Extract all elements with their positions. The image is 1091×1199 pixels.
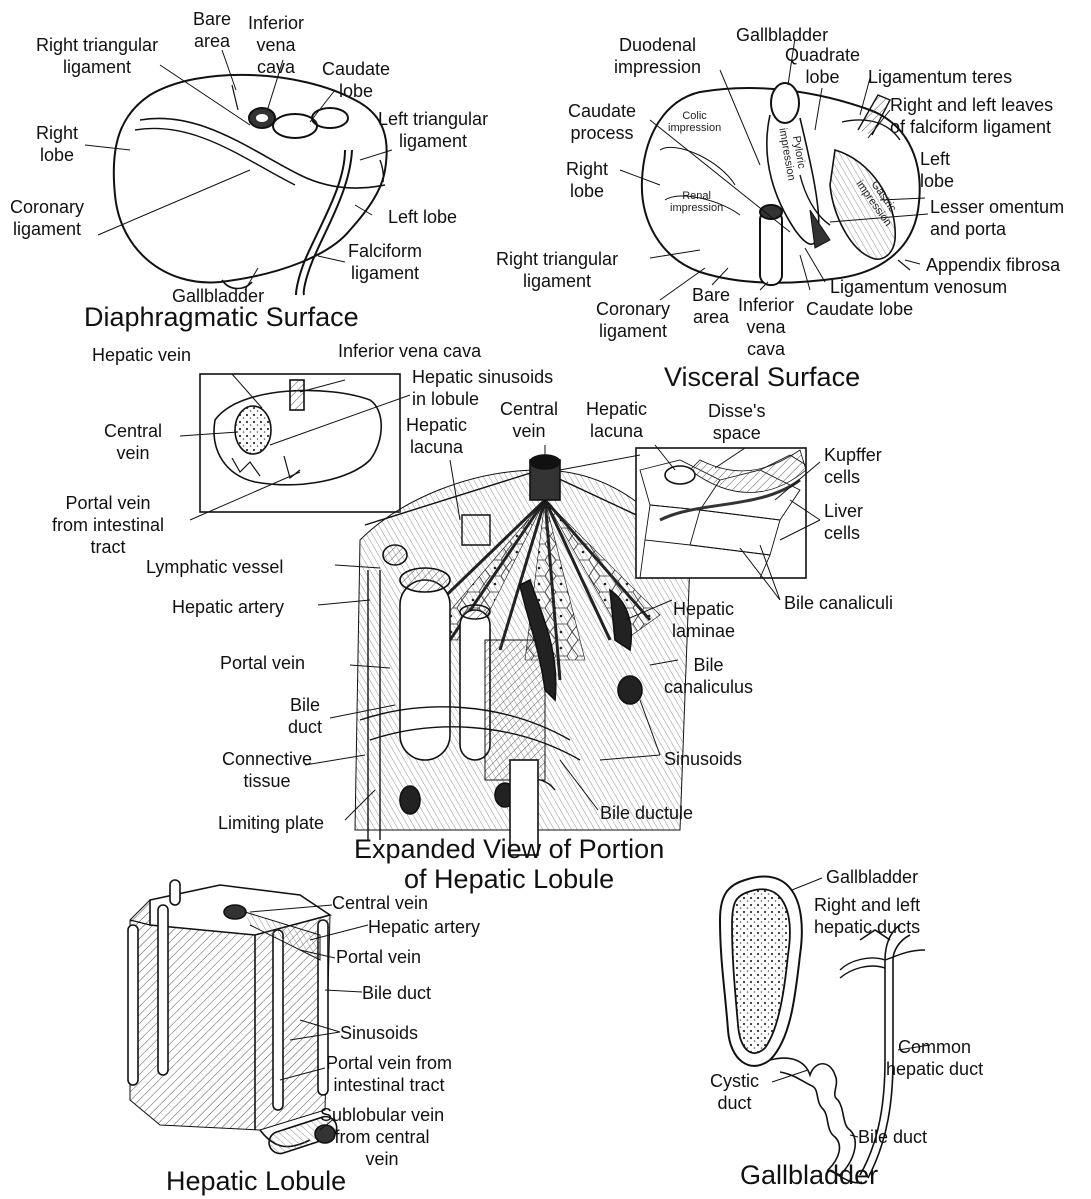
label-lymphatic-vessel: Lymphatic vessel bbox=[146, 556, 283, 578]
label-bile-ductule: Bile ductule bbox=[600, 802, 693, 824]
lobule-inset-drawing bbox=[180, 374, 410, 520]
title-diaphragmatic-surface: Diaphragmatic Surface bbox=[84, 302, 359, 332]
label-hepatic-artery: Hepatic artery bbox=[368, 916, 480, 938]
label-bile-duct: Bile duct bbox=[858, 1126, 927, 1148]
label-sinusoids: Sinusoids bbox=[664, 748, 742, 770]
label-portal-vein: Portal vein bbox=[220, 652, 305, 674]
label-ligamentum-teres: Ligamentum teres bbox=[868, 66, 1012, 88]
label-hepatic-vein: Hepatic vein bbox=[92, 344, 191, 366]
label-limiting-plate: Limiting plate bbox=[218, 812, 324, 834]
label-caudate-lobe: Caudate lobe bbox=[806, 298, 913, 320]
label-appendix-fibrosa: Appendix fibrosa bbox=[926, 254, 1060, 276]
label-portal-vein: Portal vein bbox=[336, 946, 421, 968]
label-left-lobe: Left lobe bbox=[388, 206, 457, 228]
label-ligamentum-venosum: Ligamentum venosum bbox=[830, 276, 1007, 298]
label-gallbladder: Gallbladder bbox=[826, 866, 918, 888]
label-sinusoids: Sinusoids bbox=[340, 1022, 418, 1044]
label-central-vein: Central vein bbox=[332, 892, 428, 914]
label-bile-duct: Bile duct bbox=[362, 982, 431, 1004]
label-gallbladder: Gallbladder bbox=[736, 24, 828, 46]
title-gallbladder: Gallbladder bbox=[740, 1160, 878, 1190]
expanded-lobule-drawing bbox=[305, 445, 820, 855]
label-hepatic-artery: Hepatic artery bbox=[172, 596, 284, 618]
label-inferior-vena-cava: Inferior vena cava bbox=[338, 340, 481, 362]
title-hepatic-lobule: Hepatic Lobule bbox=[166, 1166, 346, 1196]
title-visceral-surface: Visceral Surface bbox=[664, 362, 860, 392]
label-bile-canaliculi: Bile canaliculi bbox=[784, 592, 893, 614]
